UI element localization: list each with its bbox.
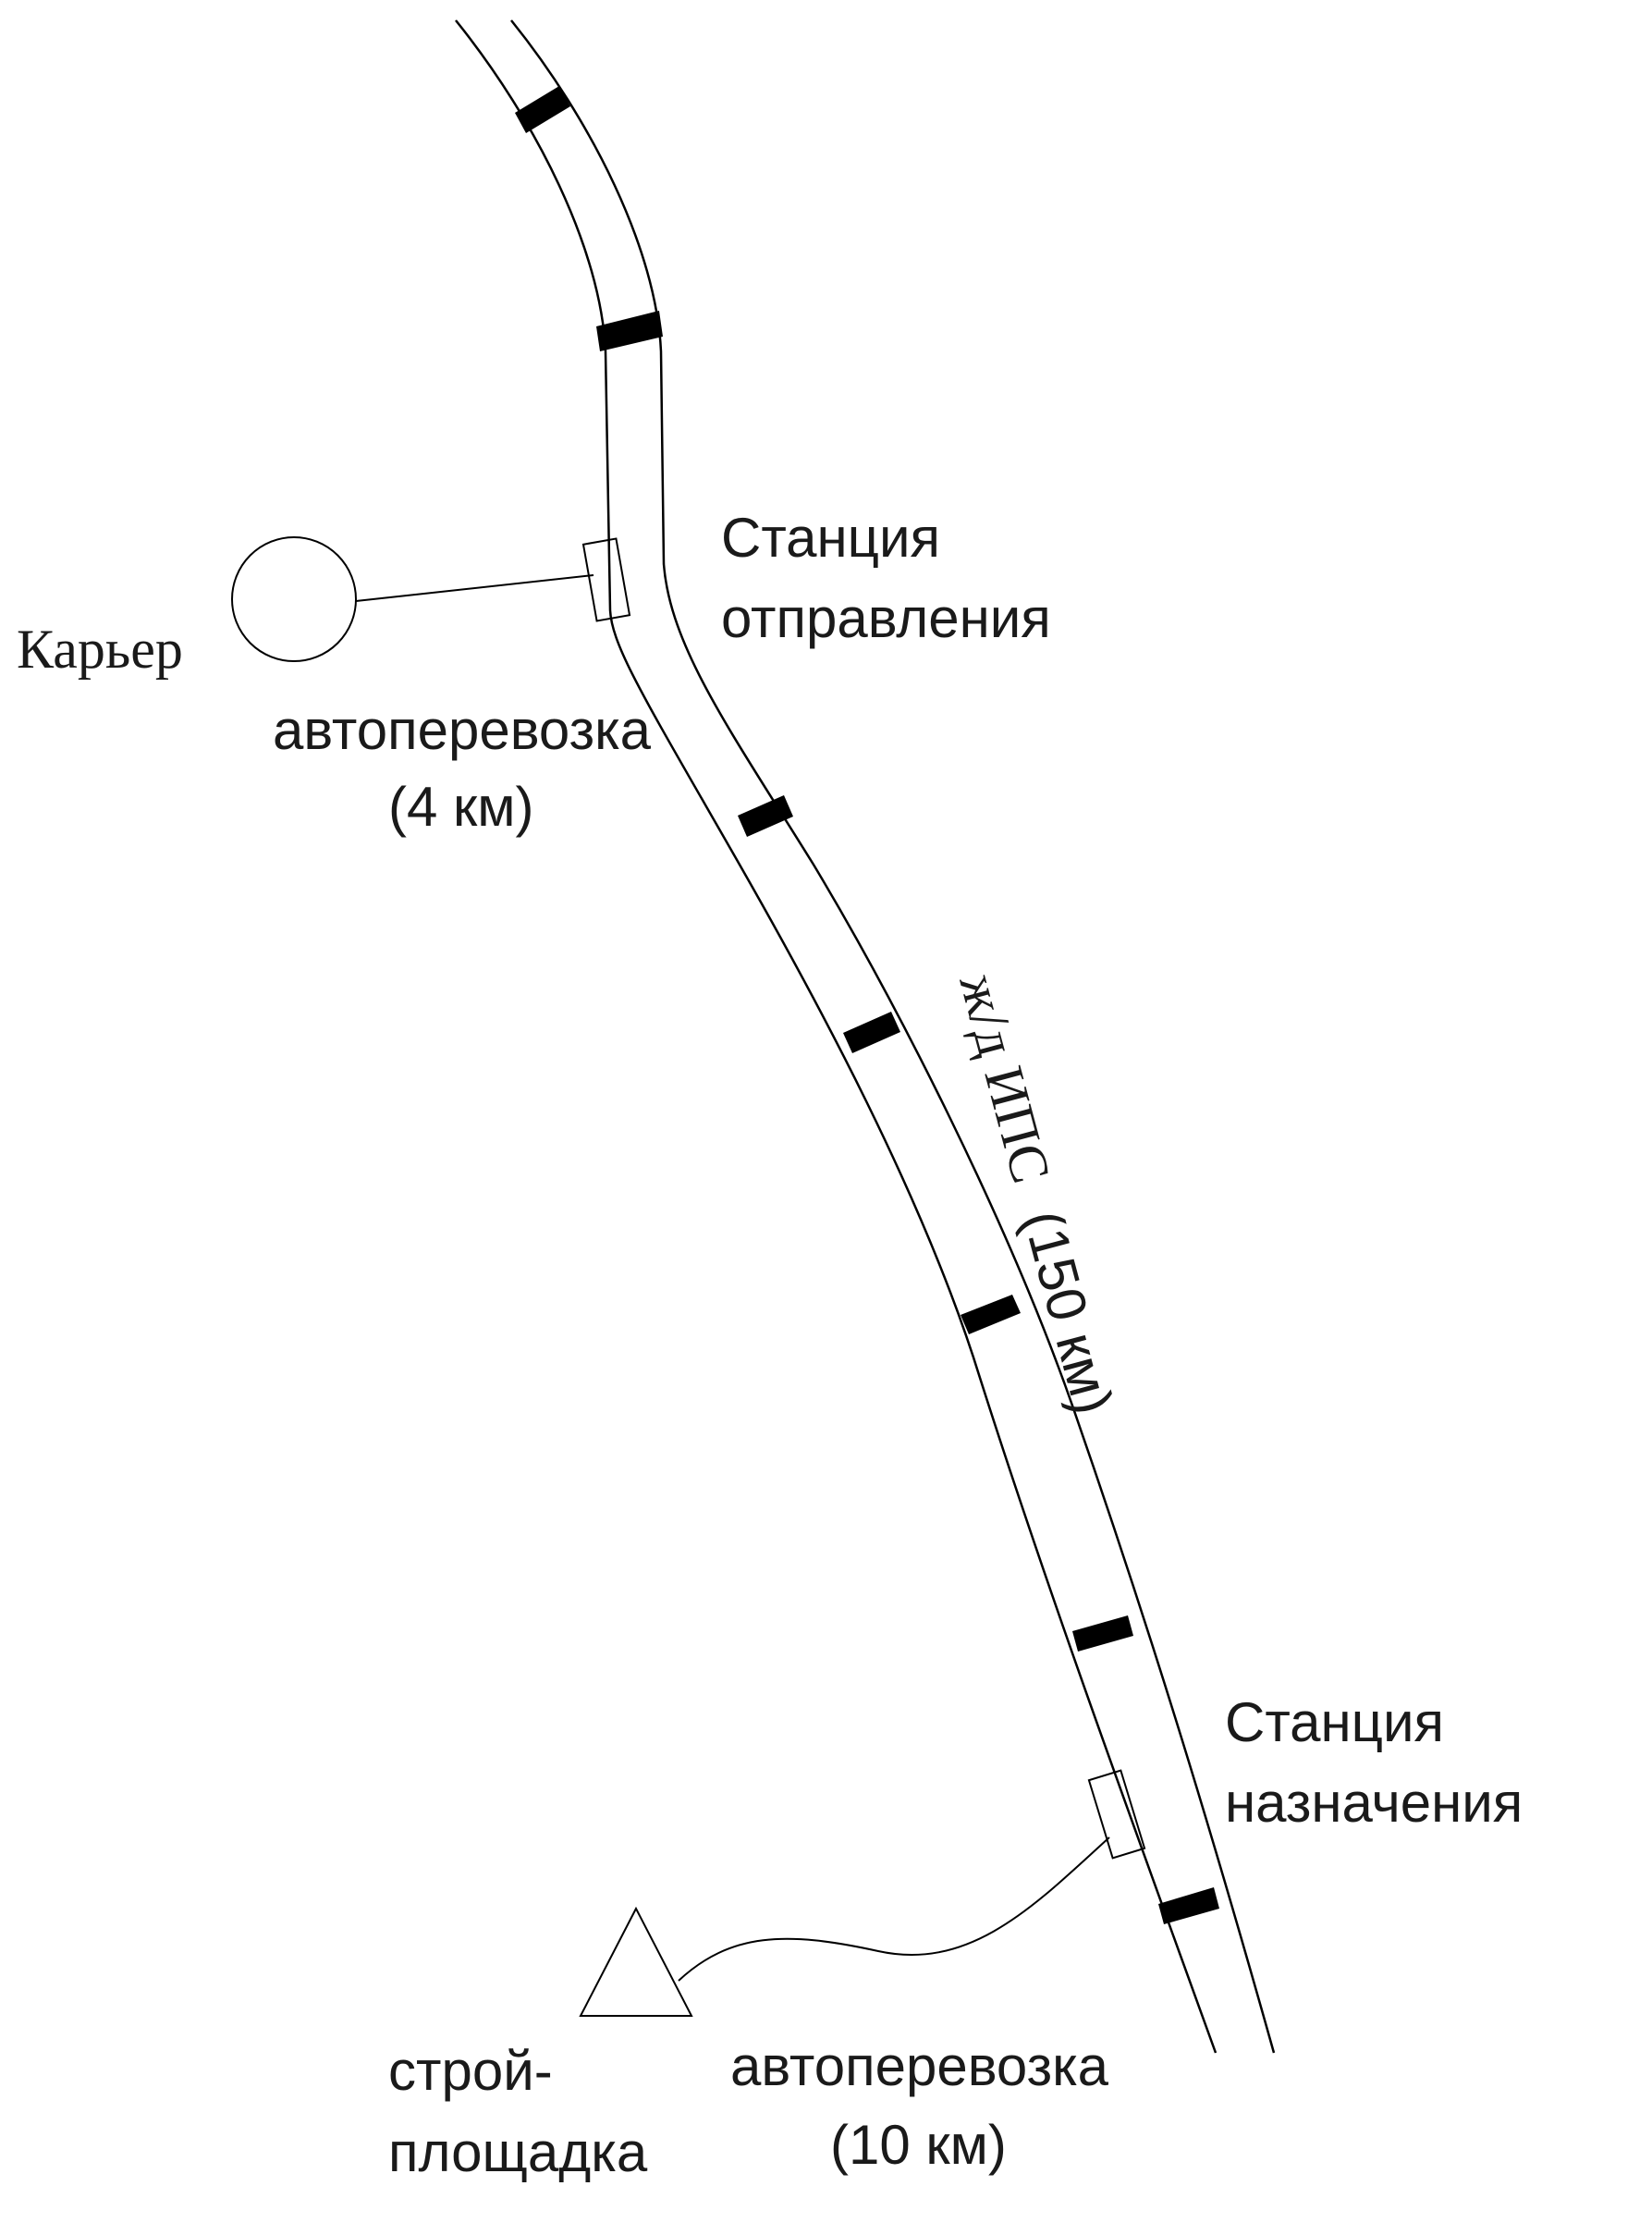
site-haul-road xyxy=(678,1836,1110,1982)
railway-name-label: ж/д ИПС xyxy=(948,966,1062,1189)
destination-platform xyxy=(1087,1769,1146,1860)
railway-tie xyxy=(961,1295,1021,1334)
railway-distance-label: (150 км) xyxy=(1011,1204,1125,1420)
destination-station-label-1: Станция xyxy=(1225,1691,1444,1753)
quarry-haul-road xyxy=(355,574,594,602)
railway-tie xyxy=(515,86,570,133)
railway-tie xyxy=(596,311,663,351)
quarry-label: Карьер xyxy=(17,619,183,680)
construction-site-label-2: площадка xyxy=(388,2121,648,2183)
railway-rail-right xyxy=(510,19,1276,2054)
quarry-circle xyxy=(231,536,357,662)
railway-rail-left xyxy=(455,19,1218,2054)
railway-tie xyxy=(1072,1615,1133,1652)
construction-site-triangle xyxy=(579,1906,693,2017)
railway-tie xyxy=(843,1012,900,1053)
haul-2-label-2: (10 км) xyxy=(830,2114,1007,2176)
departure-station-label-1: Станция xyxy=(721,507,940,569)
haul-2-label-1: автоперевозка xyxy=(730,2035,1109,2097)
departure-platform xyxy=(581,537,631,622)
railway-tie xyxy=(738,795,793,837)
construction-site-label-1: строй- xyxy=(388,2040,553,2102)
departure-station-label-2: отправления xyxy=(721,587,1051,649)
railway-label: ж/д ИПС (150 км) xyxy=(948,966,1125,1420)
haul-1-label-1: автоперевозка xyxy=(273,699,652,761)
destination-station-label-2: назначения xyxy=(1225,1772,1523,1834)
railway-ties xyxy=(515,86,1219,1924)
haul-1-label-2: (4 км) xyxy=(388,776,534,838)
railway-tie xyxy=(1158,1887,1219,1924)
